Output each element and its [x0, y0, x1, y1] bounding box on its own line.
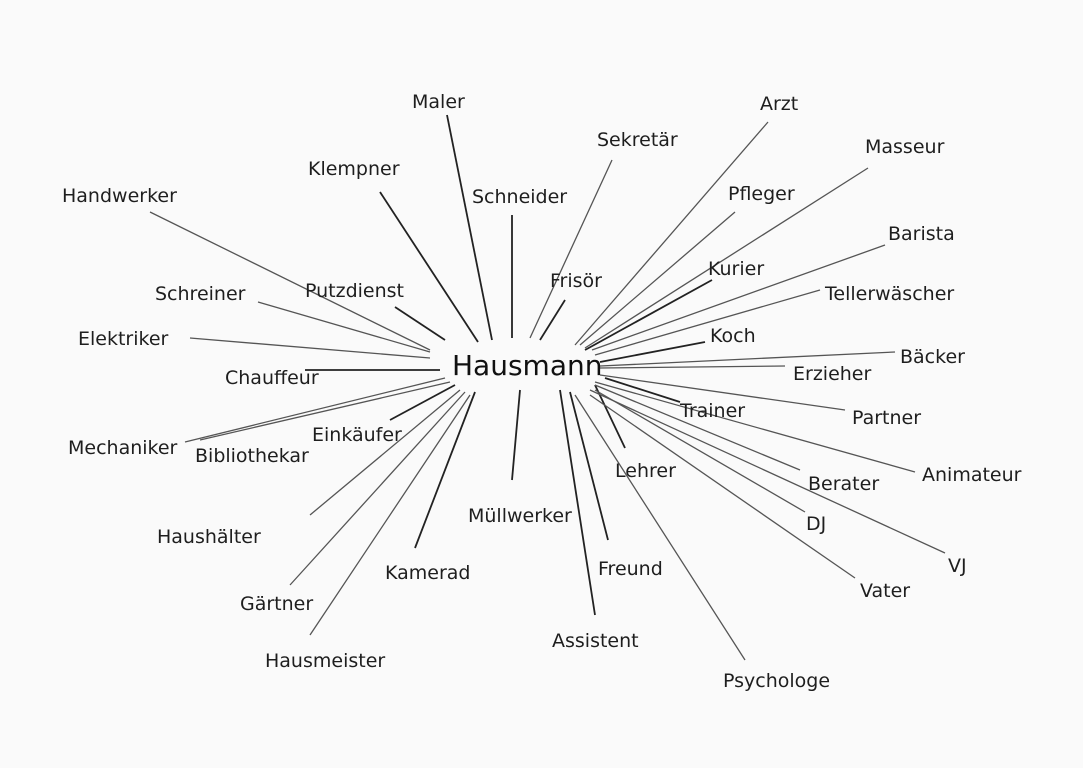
connector-line-20	[199, 381, 451, 441]
connector-line-33	[589, 394, 856, 579]
node-label: Schreiner	[155, 283, 246, 305]
node-label: Koch	[710, 325, 756, 347]
connector-line-22	[604, 377, 681, 403]
node-label: Vater	[860, 580, 910, 602]
node-label: Masseur	[865, 136, 945, 158]
node-label: Berater	[808, 473, 879, 495]
node-label: Lehrer	[615, 460, 676, 482]
node-label: Müllwerker	[468, 505, 572, 527]
connector-line-3	[529, 159, 613, 339]
connector-line-5	[584, 167, 869, 349]
connector-line-26	[594, 381, 916, 473]
node-label: Frisör	[550, 270, 602, 292]
connector-line-21	[389, 384, 456, 421]
node-label: Haushälter	[157, 526, 261, 548]
connector-line-12	[394, 306, 446, 341]
node-label: Putzdienst	[305, 280, 404, 302]
node-label: Erzieher	[793, 363, 871, 385]
node-label: Sekretär	[597, 129, 678, 151]
connector-line-6	[579, 211, 736, 346]
connector-line-34	[289, 391, 466, 586]
connector-lines	[149, 114, 946, 661]
node-label: Einkäufer	[312, 424, 402, 446]
center-node: Hausmann	[452, 349, 602, 382]
connector-line-32	[569, 391, 609, 541]
connector-line-8	[584, 279, 713, 351]
connector-line-19	[184, 377, 446, 443]
connector-line-24	[594, 384, 626, 449]
node-label: Mechaniker	[68, 437, 178, 459]
connector-line-37	[574, 394, 746, 661]
connector-line-25	[594, 384, 801, 471]
connector-line-18	[599, 365, 786, 369]
connector-line-17	[599, 351, 896, 367]
connector-line-29	[594, 389, 806, 513]
node-label: Assistent	[552, 630, 639, 652]
node-label: Schneider	[472, 186, 567, 208]
node-label: Pfleger	[728, 183, 795, 205]
connector-line-31	[414, 391, 476, 549]
connector-line-13	[257, 301, 431, 353]
node-label: Handwerker	[62, 185, 177, 207]
node-label: VJ	[948, 555, 967, 577]
node-label: Arzt	[760, 93, 798, 115]
connector-line-36	[309, 394, 471, 636]
node-label: Maler	[412, 91, 465, 113]
node-label: Hausmeister	[265, 650, 385, 672]
node-label: Partner	[852, 407, 921, 429]
node-label: Trainer	[679, 400, 745, 422]
node-label: Gärtner	[240, 593, 313, 615]
node-label: Psychologe	[723, 670, 830, 692]
connector-line-11	[149, 211, 431, 351]
connector-line-35	[559, 389, 596, 616]
node-label: Freund	[598, 558, 663, 580]
connector-line-0	[446, 114, 493, 341]
connector-line-28	[511, 389, 521, 481]
connector-line-1	[379, 191, 479, 343]
connector-line-23	[599, 374, 846, 411]
connector-line-7	[591, 244, 886, 351]
node-label: Tellerwäscher	[824, 283, 954, 305]
node-label: Bäcker	[900, 346, 965, 368]
node-label: Kamerad	[385, 562, 470, 584]
node-label: Kurier	[708, 258, 764, 280]
node-label: Klempner	[308, 158, 400, 180]
node-label: DJ	[806, 513, 826, 535]
connector-line-10	[539, 299, 566, 341]
connector-line-14	[189, 337, 431, 359]
connector-line-4	[574, 121, 769, 346]
node-label: Barista	[888, 223, 955, 245]
connector-line-30	[589, 389, 946, 554]
connector-line-9	[594, 289, 821, 356]
node-label: Animateur	[922, 464, 1022, 486]
node-label: Chauffeur	[225, 367, 319, 389]
connector-line-16	[599, 341, 706, 363]
node-label: Elektriker	[78, 328, 169, 350]
connector-line-27	[309, 389, 461, 516]
node-label: Bibliothekar	[195, 445, 309, 467]
